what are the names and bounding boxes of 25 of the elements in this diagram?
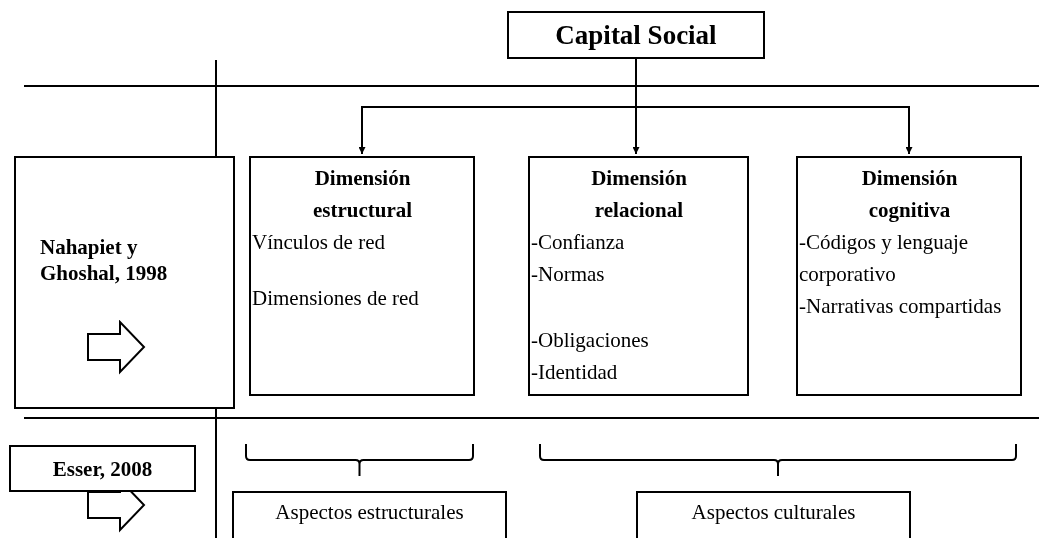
dimension-heading: Dimensión relacional [590, 165, 688, 224]
author-box [14, 156, 235, 409]
aspect-box [232, 491, 507, 538]
aspect-label: Aspectos estructurales [275, 499, 464, 526]
dimension-item: Dimensiones de red [252, 285, 420, 312]
dimension-item: Vínculos de red [252, 229, 386, 256]
dimension-box [528, 156, 749, 396]
arrow [635, 58, 913, 155]
aspect-label: Aspectos culturales [691, 499, 856, 526]
dimension-item: -Identidad [531, 359, 619, 386]
title-box [507, 11, 765, 59]
dimension-item: -Normas [531, 261, 606, 288]
dimension-heading: Dimensión estructural [311, 165, 414, 224]
dimension-item: -Códigos y lenguaje corporativo [799, 229, 970, 288]
dimension-box [796, 156, 1022, 396]
dimension-item: -Confianza [531, 229, 626, 256]
title-text: Capital Social [555, 21, 717, 49]
aspect-box [636, 491, 911, 538]
author-label: Esser, 2008 [52, 455, 153, 482]
dimension-item: -Obligaciones [531, 327, 650, 354]
author-box [9, 445, 196, 492]
dimension-item: -Narrativas compartidas [799, 293, 1003, 320]
dimension-box [249, 156, 475, 396]
dimension-heading: Dimensión cognitiva [860, 165, 959, 224]
author-label: Nahapiet y Ghoshal, 1998 [40, 234, 169, 286]
